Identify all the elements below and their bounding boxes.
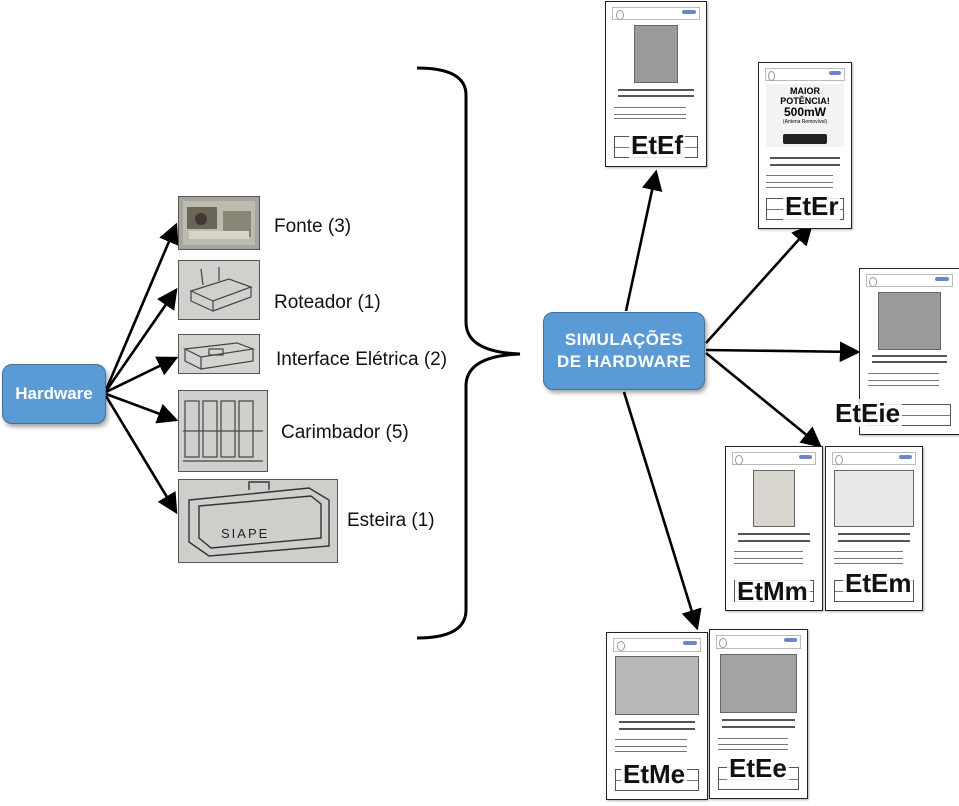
simulacoes-hardware-label: SIMULAÇÕES DE HARDWARE (557, 330, 691, 371)
document-code-eter: EtEr (783, 191, 841, 221)
arrow-to-etef (624, 169, 663, 312)
arrow-to-etmm (705, 351, 823, 448)
arrow-to-carimbador (105, 392, 179, 424)
electrical-interface-sketch (178, 334, 260, 374)
conveyor-sketch: SIAPE (178, 479, 338, 563)
arrow-to-eter (705, 224, 813, 344)
router-sketch (178, 260, 260, 320)
conveyor-sketch-text: SIAPE (221, 526, 270, 541)
arrow-to-etme (622, 391, 702, 631)
hardware-item-roteador: Roteador (1) (274, 292, 381, 313)
router-ad-line-1: MAIOR (790, 86, 820, 97)
router-ad-line-4: (Antena Removível) (782, 119, 828, 126)
curly-brace (416, 66, 521, 640)
router-ad-line-3: 500mW (783, 105, 827, 120)
document-code-etem: EtEm (843, 568, 914, 598)
document-etee (709, 629, 808, 799)
hardware-node: Hardware (2, 364, 106, 424)
router-device-icon (783, 134, 827, 145)
document-code-etef: EtEf (629, 130, 685, 160)
document-code-etmm: EtMm (735, 576, 810, 606)
arrow-to-esteira (104, 395, 178, 515)
simulacoes-hardware-node: SIMULAÇÕES DE HARDWARE (543, 312, 705, 390)
document-code-eteie: EtEie (833, 398, 903, 428)
arrow-to-fonte (104, 222, 179, 391)
arrow-to-eteie (705, 341, 861, 363)
power-supply-photo (178, 196, 260, 250)
hardware-item-interface-eletrica: Interface Elétrica (2) (276, 349, 448, 370)
document-code-etee: EtEe (727, 753, 789, 783)
hardware-item-fonte: Fonte (3) (274, 216, 352, 237)
hardware-node-label: Hardware (15, 384, 93, 403)
document-code-etme: EtMe (621, 759, 688, 789)
router-ad-line-2: POTÊNCIA! (780, 96, 830, 107)
router-ad-image: MAIOR POTÊNCIA! 500mW (Antena Removível) (766, 84, 844, 148)
document-etem (825, 446, 923, 611)
arrow-to-roteador (104, 287, 178, 392)
hardware-item-esteira: Esteira (1) (347, 510, 435, 531)
stamper-sketch (178, 390, 268, 472)
hardware-item-carimbador: Carimbador (5) (281, 422, 409, 443)
arrow-to-interface (105, 356, 179, 394)
